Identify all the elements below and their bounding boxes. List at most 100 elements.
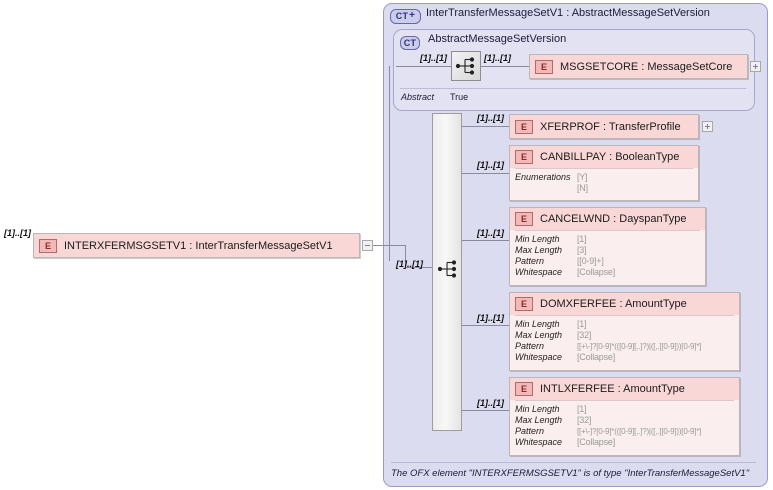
- element-label-canbillpay: CANBILLPAY : BooleanType: [540, 151, 680, 163]
- facet-row: Max Length [32]: [515, 330, 734, 341]
- occurrence-domxferfee: [1]..[1]: [477, 313, 504, 323]
- facet-value: [[+\-]?[0-9]*(([0-9][,.]?)|([,.][0-9]))[…: [577, 342, 702, 351]
- element-box-xferprof[interactable]: E XFERPROF : TransferProfile: [509, 114, 699, 139]
- facet-key: Min Length: [515, 319, 560, 329]
- facet-row: [N]: [515, 183, 693, 194]
- facet-key: Whitespace: [515, 352, 563, 362]
- ct-inner-badge[interactable]: CT: [400, 33, 420, 51]
- element-box-canbillpay[interactable]: E CANBILLPAY : BooleanType Enumerations …: [509, 145, 699, 201]
- facet-row: Whitespace [Collapse]: [515, 437, 734, 448]
- element-label-interxfermsgsetv1: INTERXFERMSGSETV1 : InterTransferMessage…: [64, 239, 333, 252]
- facet-value: [Y]: [577, 172, 588, 182]
- connector-root-to-modelbar: [405, 267, 433, 268]
- element-badge-cancelwnd: E: [515, 212, 533, 226]
- expander-plus-xferprof[interactable]: [702, 121, 713, 132]
- element-badge-msgsetcore: E: [535, 59, 553, 74]
- element-badge-intlxferfee: E: [515, 382, 533, 396]
- abstract-value: True: [450, 92, 469, 102]
- occurrence-inner-sequence: [1]..[1]: [420, 53, 447, 63]
- element-label-domxferfee: DOMXFERFEE : AmountType: [540, 298, 687, 310]
- ct-outer-badge[interactable]: CT+: [390, 6, 421, 24]
- occurrence-model-group: [1]..[1]: [396, 259, 423, 269]
- facet-row: Min Length [1]: [515, 234, 700, 245]
- occurrence-msgsetcore: [1]..[1]: [484, 53, 511, 63]
- facet-key: Min Length: [515, 234, 560, 244]
- complex-type-outer-title: InterTransferMessageSetV1 : AbstractMess…: [426, 7, 710, 19]
- facet-row: Pattern [[+\-]?[0-9]*(([0-9][,.]?)|([,.]…: [515, 426, 734, 437]
- connector-root-vertical: [405, 245, 406, 267]
- element-badge-xferprof: E: [515, 119, 533, 134]
- facet-row: Whitespace [Collapse]: [515, 352, 734, 363]
- facet-value: [N]: [577, 183, 588, 193]
- occurrence-root-element: [1]..[1]: [4, 228, 31, 238]
- occurrence-intlxferfee: [1]..[1]: [477, 398, 504, 408]
- occurrence-cancelwnd: [1]..[1]: [477, 228, 504, 238]
- footer-note: The OFX element "INTERXFERMSGSETV1" is o…: [391, 468, 750, 479]
- facet-row: Min Length [1]: [515, 404, 734, 415]
- facet-key: [515, 183, 577, 194]
- element-facets-intlxferfee: Min Length [1] Max Length [32] Pattern […: [515, 400, 734, 452]
- facet-key: Min Length: [515, 404, 560, 414]
- facet-row: Whitespace [Collapse]: [515, 267, 700, 278]
- occurrence-canbillpay: [1]..[1]: [477, 160, 504, 170]
- facet-value: [1]: [577, 234, 587, 244]
- element-label-xferprof: XFERPROF : TransferProfile: [540, 120, 681, 133]
- complex-type-inner-title: AbstractMessageSetVersion: [428, 33, 567, 45]
- sequence-icon-main-glyph: [437, 260, 457, 278]
- element-badge-domxferfee: E: [515, 297, 533, 311]
- ct-outer-badge-label: CT: [395, 11, 409, 21]
- facet-key: Pattern: [515, 426, 545, 436]
- element-facets-cancelwnd: Min Length [1] Max Length [3] Pattern [[…: [515, 230, 700, 282]
- element-box-intlxferfee[interactable]: E INTLXFERFEE : AmountType Min Length [1…: [509, 377, 740, 456]
- sequence-icon-inner[interactable]: [451, 51, 481, 81]
- facet-value: [[0-9]+]: [577, 256, 604, 266]
- sequence-icon-glyph: [455, 57, 475, 75]
- element-box-interxfermsgsetv1[interactable]: E INTERXFERMSGSETV1 : InterTransferMessa…: [33, 233, 360, 258]
- connector-xferprof: [462, 126, 509, 127]
- element-facets-domxferfee: Min Length [1] Max Length [32] Pattern […: [515, 315, 734, 367]
- ct-outer-badge-plus: +: [409, 10, 416, 21]
- element-badge-canbillpay: E: [515, 150, 533, 164]
- connector-intlxferfee: [462, 410, 509, 411]
- element-facets-canbillpay: Enumerations [Y] [N]: [515, 168, 693, 198]
- element-box-msgsetcore[interactable]: E MSGSETCORE : MessageSetCore: [529, 54, 748, 79]
- facet-row: Pattern [[0-9]+]: [515, 256, 700, 267]
- connector-domxferfee: [462, 325, 509, 326]
- facet-key: Enumerations: [515, 172, 571, 182]
- facet-row: Max Length [3]: [515, 245, 700, 256]
- footer-separator: [391, 462, 756, 463]
- facet-value: [Collapse]: [577, 352, 616, 362]
- facet-value: [3]: [577, 245, 587, 255]
- abstract-separator: [400, 88, 746, 89]
- element-label-cancelwnd: CANCELWND : DayspanType: [540, 213, 687, 225]
- element-box-domxferfee[interactable]: E DOMXFERFEE : AmountType Min Length [1]…: [509, 292, 740, 371]
- facet-row: Enumerations [Y]: [515, 172, 693, 183]
- element-badge-interxfermsgsetv1: E: [39, 238, 57, 253]
- element-label-msgsetcore: MSGSETCORE : MessageSetCore: [560, 60, 733, 73]
- abstract-label: Abstract: [401, 92, 435, 102]
- facet-key: Whitespace: [515, 437, 563, 447]
- facet-value: [1]: [577, 319, 587, 329]
- facet-value: [1]: [577, 404, 587, 414]
- facet-key: Whitespace: [515, 267, 563, 277]
- occurrence-xferprof: [1]..[1]: [477, 113, 504, 123]
- connector-cancelwnd: [462, 240, 509, 241]
- connector-inner-right: [481, 66, 529, 67]
- facet-value: [32]: [577, 415, 592, 425]
- expander-minus-interxfermsgsetv1[interactable]: [362, 240, 373, 251]
- ct-inner-badge-label: CT: [403, 38, 417, 48]
- facet-value: [[+\-]?[0-9]*(([0-9][,.]?)|([,.][0-9]))[…: [577, 427, 702, 436]
- sequence-icon-main[interactable]: [434, 255, 464, 285]
- facet-key: Pattern: [515, 341, 545, 351]
- connector-canbillpay: [462, 173, 509, 174]
- expander-plus-msgsetcore[interactable]: [750, 61, 761, 72]
- facet-key: Max Length: [515, 245, 563, 255]
- facet-row: Min Length [1]: [515, 319, 734, 330]
- facet-key: Max Length: [515, 330, 563, 340]
- facet-key: Pattern: [515, 256, 545, 266]
- connector-left-spine: [389, 66, 390, 261]
- connector-inner-left: [396, 66, 451, 67]
- facet-key: Max Length: [515, 415, 563, 425]
- element-box-cancelwnd[interactable]: E CANCELWND : DayspanType Min Length [1]…: [509, 207, 706, 286]
